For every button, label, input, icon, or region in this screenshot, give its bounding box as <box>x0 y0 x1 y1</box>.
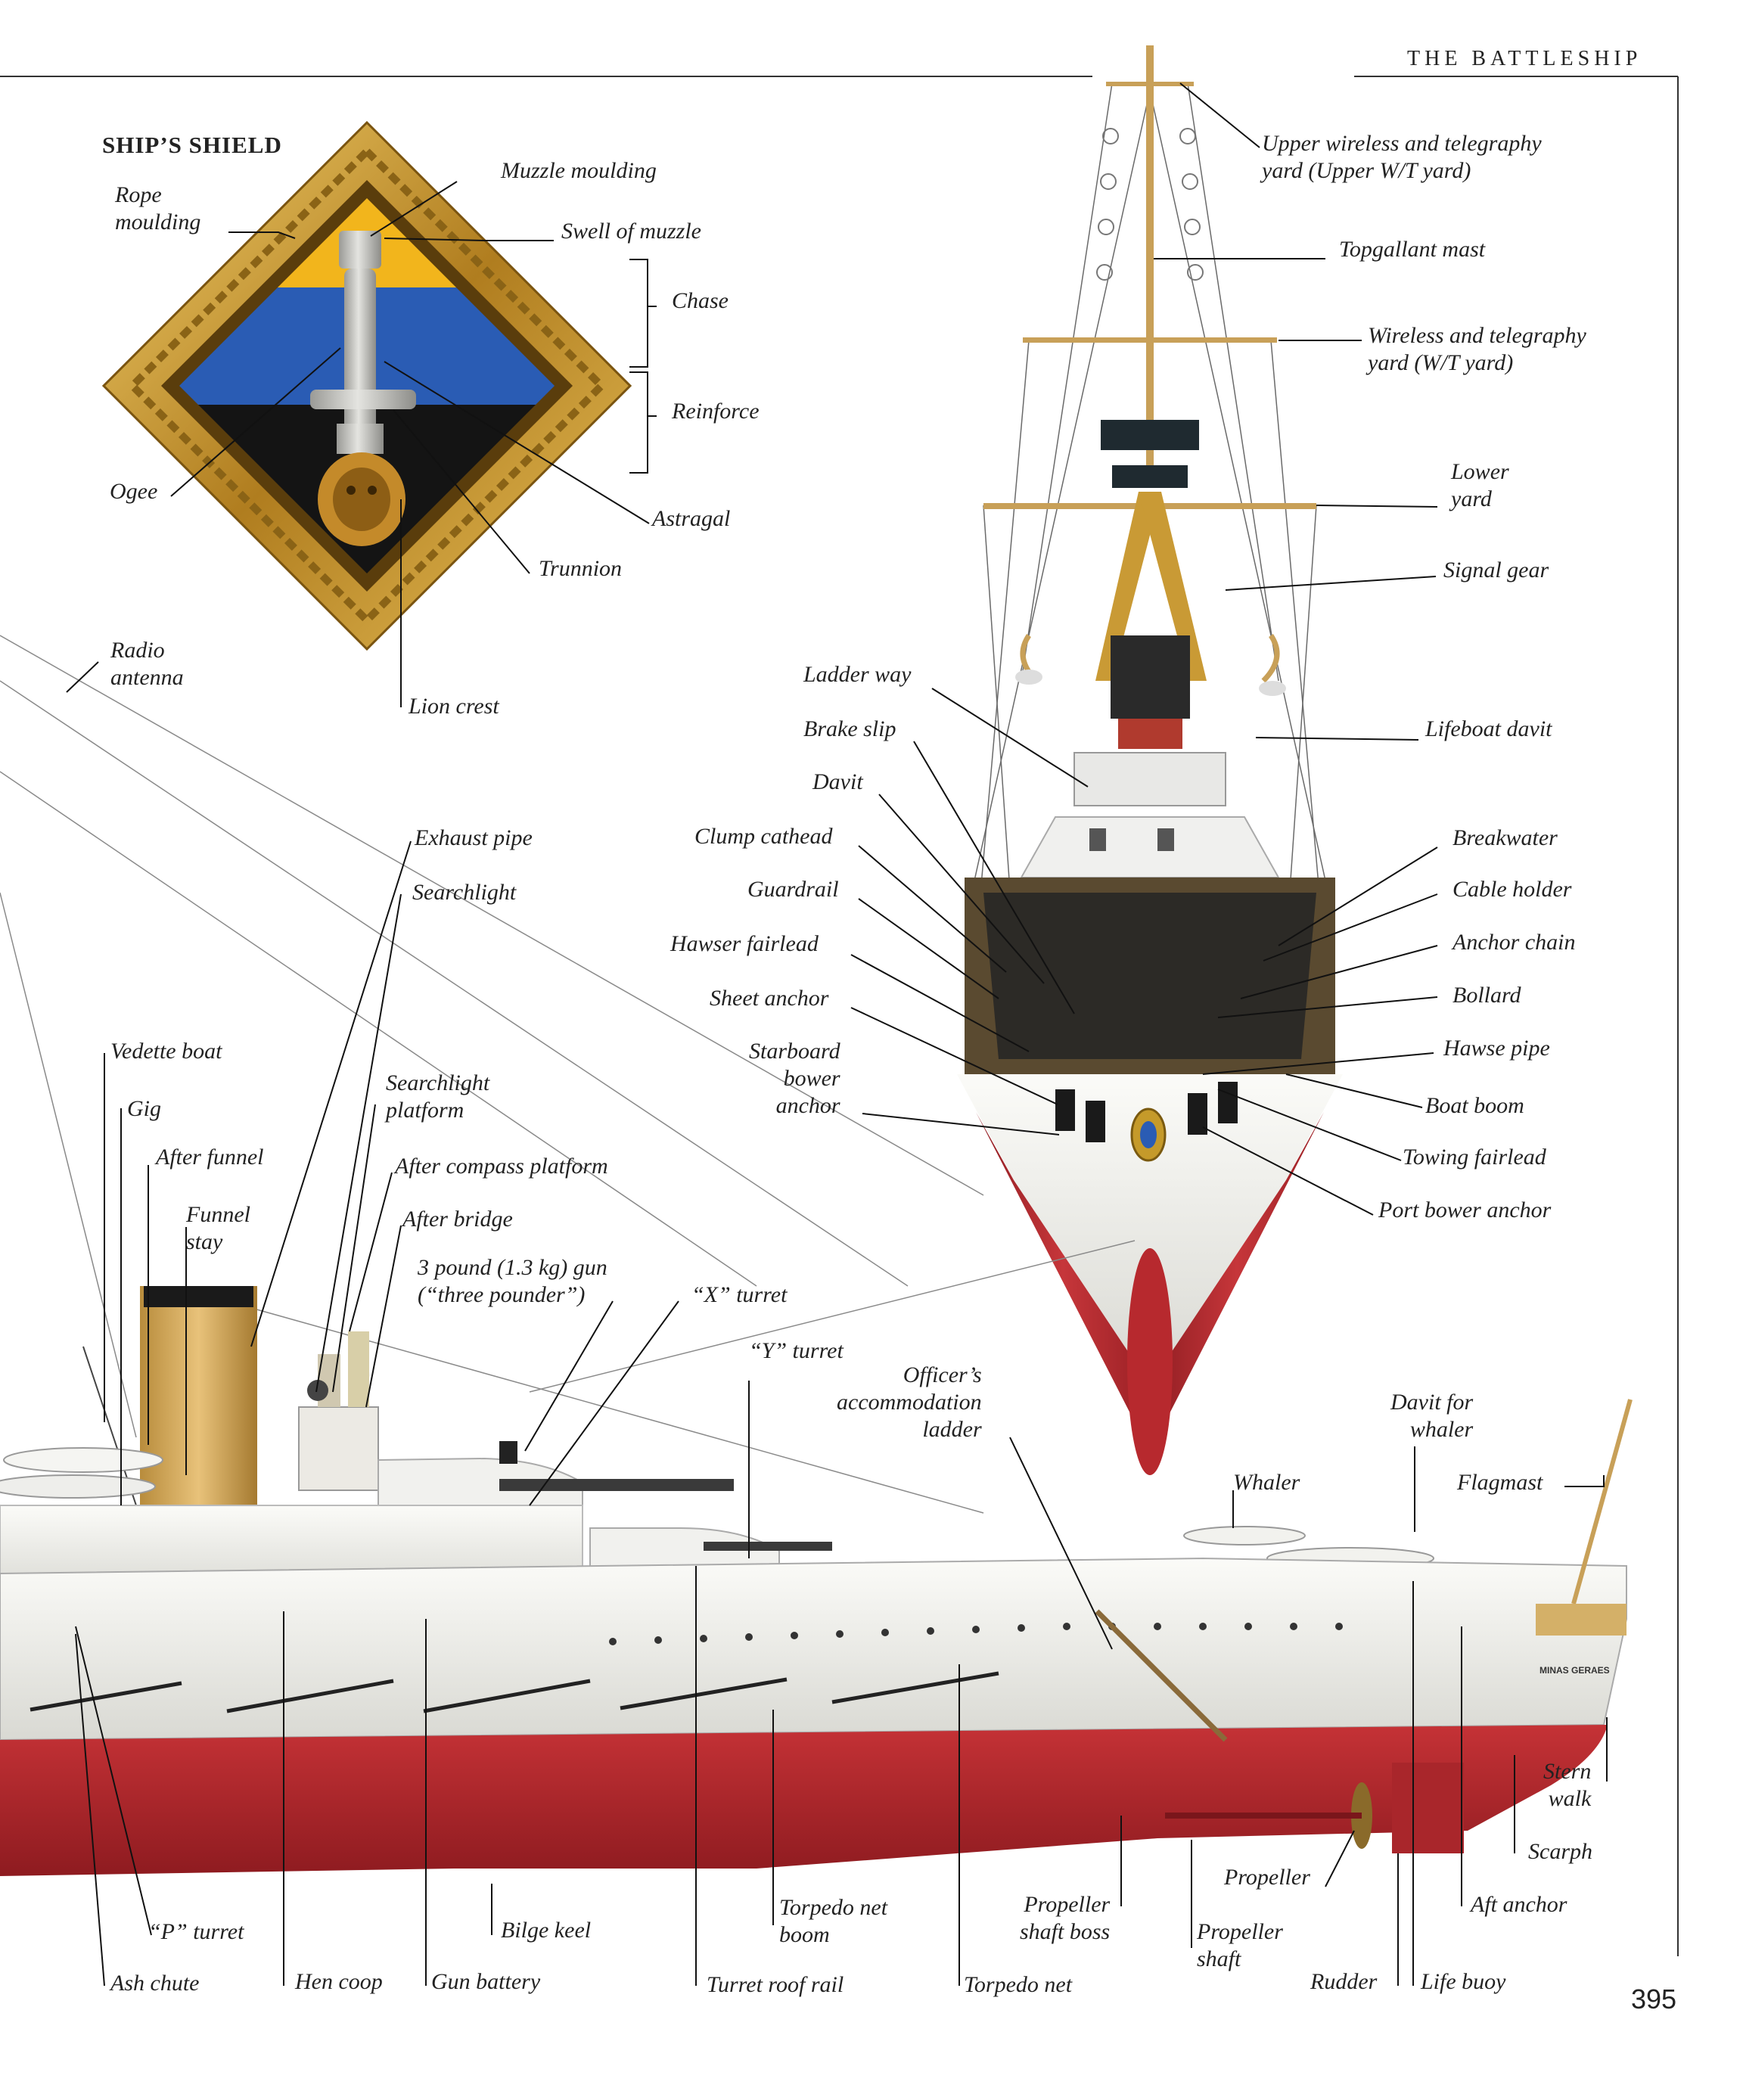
label-propeller: Propeller <box>1224 1864 1310 1891</box>
label-y-turret: “Y” turret <box>749 1337 844 1365</box>
label-boat-boom: Boat boom <box>1425 1092 1524 1120</box>
label-davit-for-whaler: Davit for whaler <box>1390 1389 1473 1443</box>
label-hawser-fairlead: Hawser fairlead <box>670 930 819 958</box>
label-scarph: Scarph <box>1528 1838 1592 1865</box>
label-gig: Gig <box>127 1095 161 1123</box>
label-astragal: Astragal <box>652 505 730 533</box>
label-upper-wt-yard: Upper wireless and telegraphy yard (Uppe… <box>1262 130 1542 185</box>
label-topgallant-mast: Topgallant mast <box>1339 236 1485 263</box>
label-exhaust-pipe: Exhaust pipe <box>415 825 533 852</box>
label-lion-crest: Lion crest <box>409 693 499 720</box>
label-breakwater: Breakwater <box>1452 825 1558 852</box>
label-ash-chute: Ash chute <box>110 1970 199 1997</box>
label-lower-yard: Lower yard <box>1451 458 1509 513</box>
shield-title: SHIP’S SHIELD <box>102 132 282 159</box>
label-bollard: Bollard <box>1452 982 1521 1009</box>
label-hen-coop: Hen coop <box>295 1968 383 1996</box>
label-searchlight-platform: Searchlight platform <box>386 1070 489 1124</box>
page-number: 395 <box>1631 1984 1676 2015</box>
label-x-turret: “X” turret <box>691 1281 787 1309</box>
bow-view <box>957 45 1343 1475</box>
label-funnel-stay: Funnel stay <box>186 1201 250 1256</box>
side-view: MINAS GERAES <box>0 635 1630 1876</box>
label-propeller-shaft-boss: Propeller shaft boss <box>1020 1891 1110 1946</box>
label-davit: Davit <box>812 769 863 796</box>
label-life-buoy: Life buoy <box>1421 1968 1506 1996</box>
label-brake-slip: Brake slip <box>803 716 896 743</box>
label-torpedo-net-boom: Torpedo net boom <box>779 1894 887 1949</box>
label-gun-battery: Gun battery <box>431 1968 540 1996</box>
label-starboard-bower-anchor: Starboard bower anchor <box>749 1038 840 1120</box>
label-signal-gear: Signal gear <box>1443 557 1549 584</box>
label-lifeboat-davit: Lifeboat davit <box>1425 716 1552 743</box>
label-whaler: Whaler <box>1233 1469 1300 1496</box>
label-after-funnel: After funnel <box>156 1144 263 1171</box>
label-trunnion: Trunnion <box>539 555 622 582</box>
label-anchor-chain: Anchor chain <box>1452 929 1575 956</box>
label-sheet-anchor: Sheet anchor <box>710 985 828 1012</box>
label-hawse-pipe: Hawse pipe <box>1443 1035 1550 1062</box>
label-cable-holder: Cable holder <box>1452 876 1572 903</box>
label-port-bower-anchor: Port bower anchor <box>1378 1197 1551 1224</box>
stern-name: MINAS GERAES <box>1539 1665 1610 1676</box>
label-three-pounder: 3 pound (1.3 kg) gun (“three pounder”) <box>418 1254 607 1309</box>
label-stern-walk: Stern walk <box>1543 1758 1591 1813</box>
label-rudder: Rudder <box>1310 1968 1377 1996</box>
label-vedette-boat: Vedette boat <box>110 1038 222 1065</box>
label-torpedo-net: Torpedo net <box>964 1971 1072 1999</box>
label-after-compass-platform: After compass platform <box>395 1153 608 1180</box>
label-wt-yard: Wireless and telegraphy yard (W/T yard) <box>1368 322 1586 377</box>
label-propeller-shaft: Propeller shaft <box>1197 1918 1283 1973</box>
label-aft-anchor: Aft anchor <box>1471 1891 1567 1918</box>
label-p-turret: “P” turret <box>148 1918 244 1946</box>
label-ogee: Ogee <box>110 478 157 505</box>
label-towing-fairlead: Towing fairlead <box>1403 1144 1546 1171</box>
label-officers-ladder: Officer’s accommodation ladder <box>837 1362 982 1443</box>
label-rope-moulding: Rope moulding <box>115 182 200 236</box>
label-radio-antenna: Radio antenna <box>110 637 184 691</box>
label-swell-of-muzzle: Swell of muzzle <box>561 218 701 245</box>
label-turret-roof-rail: Turret roof rail <box>707 1971 844 1999</box>
label-flagmast: Flagmast <box>1457 1469 1543 1496</box>
header-title: THE BATTLESHIP <box>1407 47 1642 71</box>
label-chase: Chase <box>672 287 729 315</box>
label-ladder-way: Ladder way <box>803 661 912 688</box>
label-bilge-keel: Bilge keel <box>501 1917 591 1944</box>
label-guardrail: Guardrail <box>747 876 839 903</box>
label-after-bridge: After bridge <box>402 1206 513 1233</box>
label-reinforce: Reinforce <box>672 398 760 425</box>
label-clump-cathead: Clump cathead <box>694 823 832 850</box>
label-searchlight: Searchlight <box>412 879 516 906</box>
label-muzzle-moulding: Muzzle moulding <box>501 157 657 185</box>
